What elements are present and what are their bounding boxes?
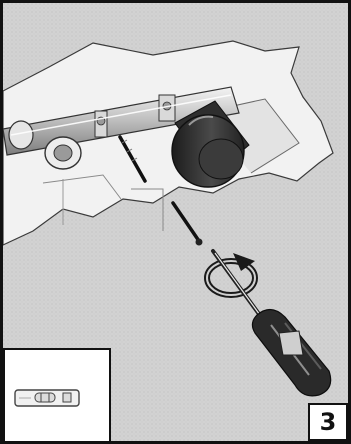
level-inset — [3, 348, 111, 444]
step-number: 3 — [308, 403, 348, 441]
spirit-level — [5, 350, 109, 444]
